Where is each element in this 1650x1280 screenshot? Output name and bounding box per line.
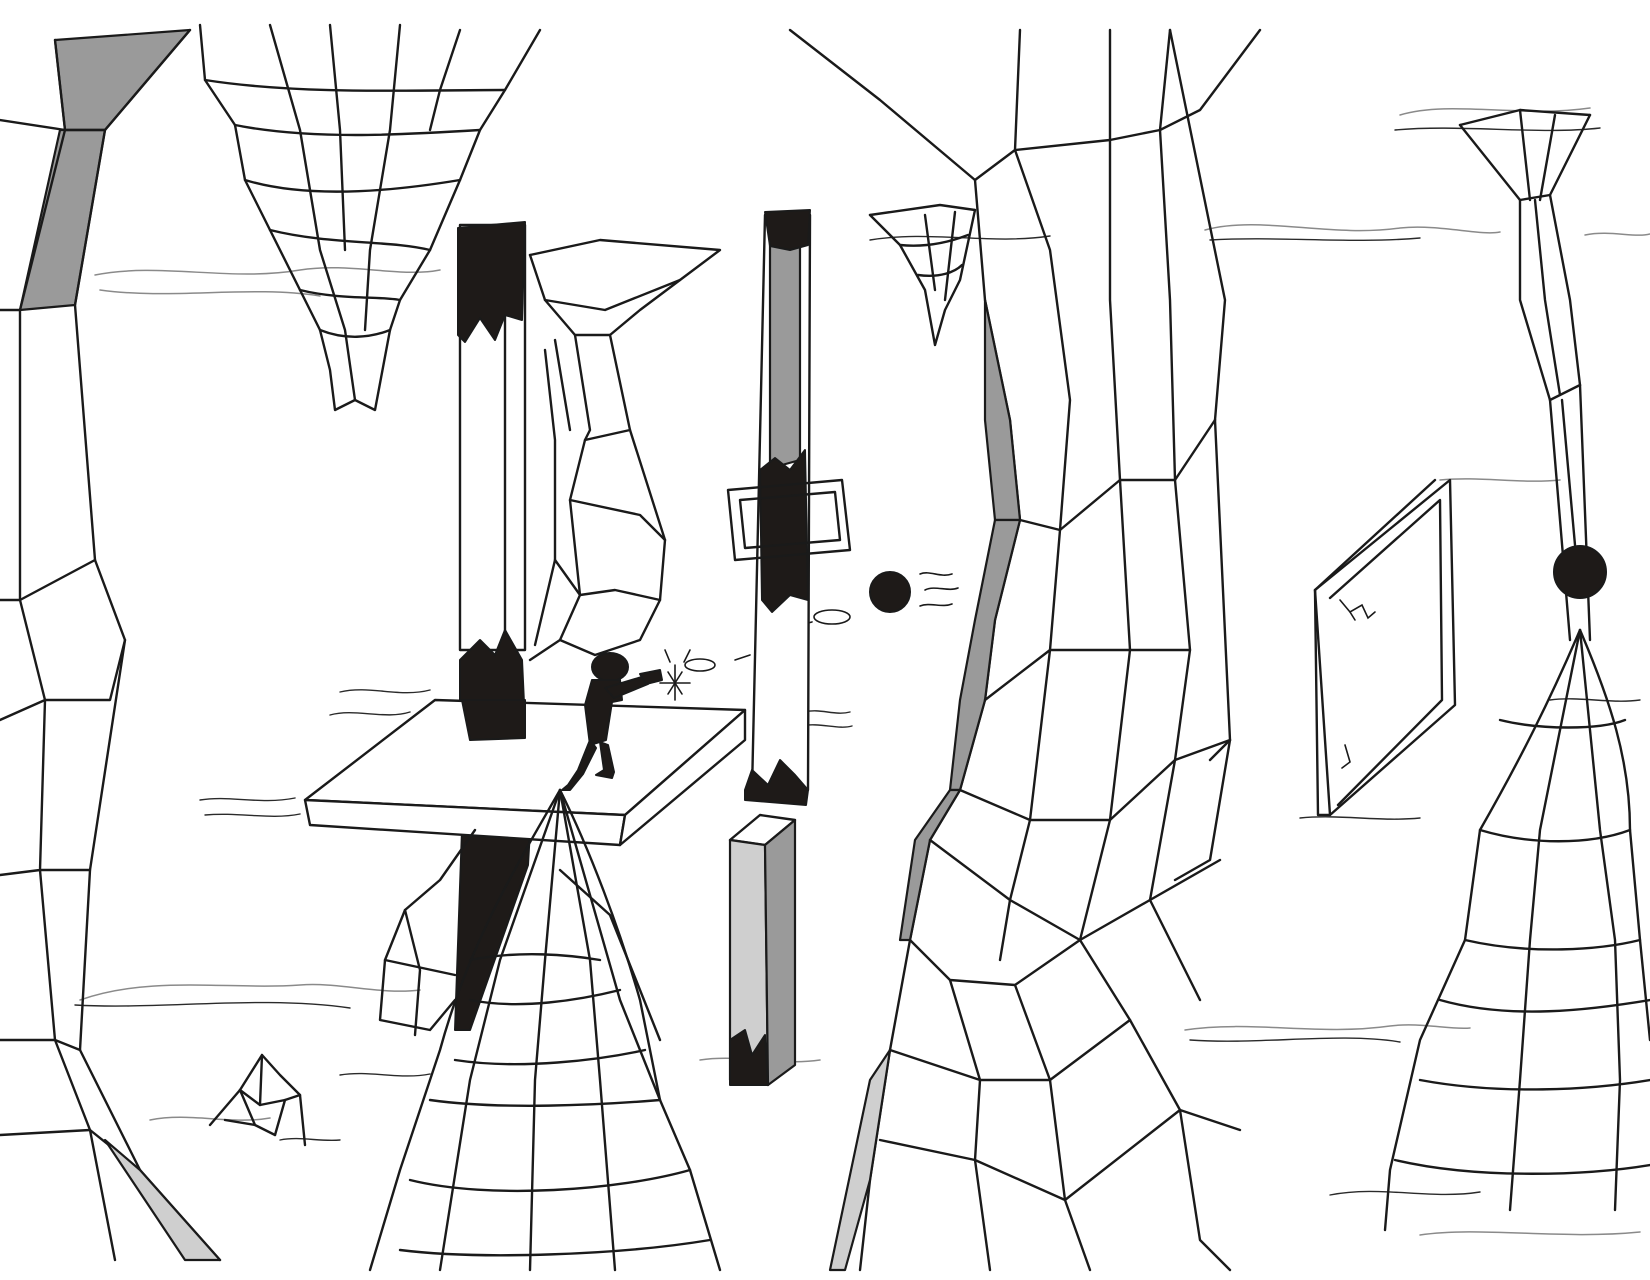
stick-figure-shooter	[561, 649, 691, 791]
cannonball	[869, 571, 911, 613]
center-tall-pillar	[726, 209, 852, 806]
back-hourglass-pillar	[528, 238, 722, 662]
floating-slab-platform	[303, 698, 747, 1042]
cloud-strokes	[74, 107, 1650, 1236]
projectile-trail	[684, 571, 959, 672]
hanging-stalactite-left	[198, 23, 542, 412]
dark-orb	[1553, 545, 1607, 599]
grey-stone-post	[728, 813, 797, 1087]
hanging-stalactite-small	[868, 203, 977, 347]
main-column	[788, 28, 1262, 1272]
right-hourglass-tower	[1383, 108, 1650, 1232]
left-rock-pillar	[0, 28, 222, 1262]
floating-glass-panel	[1313, 478, 1457, 817]
crystal-rock	[208, 1053, 307, 1147]
front-cone-tower	[368, 788, 722, 1272]
